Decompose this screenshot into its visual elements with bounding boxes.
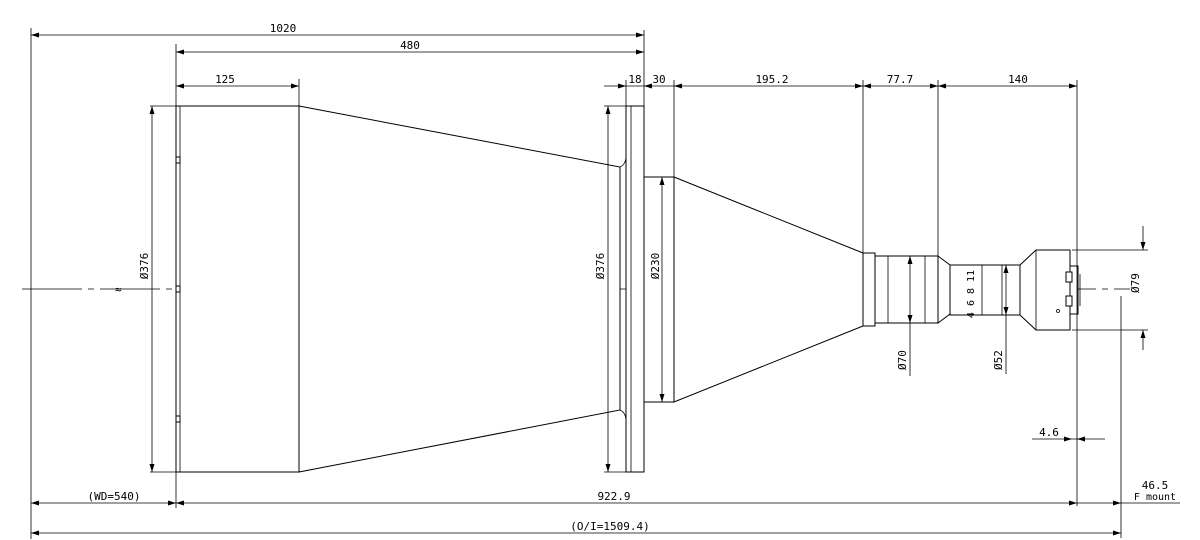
diameter-symbol: Ø xyxy=(1129,286,1142,293)
extension-lines xyxy=(30,28,1148,539)
diameter-neck: Ø230 xyxy=(649,253,662,280)
dim-total-length: 1020 xyxy=(270,22,297,35)
dim-flange-back: 46.5 xyxy=(1142,479,1169,492)
mid-barrel xyxy=(874,255,939,324)
dim-rear-section: 140 xyxy=(1008,73,1028,86)
f-mount-body xyxy=(1019,249,1071,331)
rear-cone xyxy=(673,176,864,403)
diameter-mount-value: 79 xyxy=(1129,273,1142,286)
flange-step xyxy=(643,176,675,403)
dim-object-to-image: (O/I=1509.4) xyxy=(570,520,649,533)
diameter-symbol: Ø xyxy=(594,272,607,279)
svg-text:Ø376: Ø376 xyxy=(594,253,607,280)
diameter-symbol: Ø xyxy=(992,363,1005,370)
lens-body: 4 6 8 11 xyxy=(175,105,1081,473)
svg-text:Ø376: Ø376 xyxy=(138,253,151,280)
diameter-neck-value: 230 xyxy=(649,253,662,273)
diameter-front-value: 376 xyxy=(138,253,151,273)
diameter-symbol: Ø xyxy=(649,272,662,279)
mount-lever xyxy=(1065,271,1073,283)
svg-text:Ø70: Ø70 xyxy=(896,350,909,370)
dim-mount-label: F mount xyxy=(1134,492,1176,503)
svg-text:Ø79: Ø79 xyxy=(1129,273,1142,293)
dim-flange: 18 xyxy=(628,73,641,86)
dim-working-distance: (WD=540) xyxy=(88,490,141,503)
front-barrel xyxy=(175,105,300,473)
rear-barrel xyxy=(949,264,1021,316)
dim-front-barrel: 125 xyxy=(215,73,235,86)
dim-optical-length: 922.9 xyxy=(597,490,630,503)
diameter-rear-value: 52 xyxy=(992,350,1005,363)
diameter-flange-value: 376 xyxy=(594,253,607,273)
mount-flange xyxy=(1069,265,1079,315)
front-mark-top xyxy=(175,156,181,164)
diameter-mid: Ø70 xyxy=(896,350,909,370)
arrowheads xyxy=(31,32,1146,536)
front-mark-bottom xyxy=(175,415,181,423)
front-mark-mid xyxy=(175,285,181,293)
dim-flange-step: 30 xyxy=(652,73,665,86)
dim-mount-offset: 4.6 xyxy=(1039,426,1059,439)
ring-markings: 4 6 8 11 xyxy=(966,270,977,318)
svg-text:Ø52: Ø52 xyxy=(992,350,1005,370)
axis-break-symbol: ≈ xyxy=(115,283,122,296)
diameter-symbol: Ø xyxy=(138,272,151,279)
mid-barrel-front xyxy=(862,252,876,327)
dimension-lines xyxy=(31,34,1180,534)
mid-taper xyxy=(937,255,951,324)
diameter-mid-value: 70 xyxy=(896,350,909,363)
svg-text:Ø230: Ø230 xyxy=(649,253,662,280)
front-cone xyxy=(298,105,621,473)
mounting-flange xyxy=(625,105,645,473)
diameter-flange: Ø376 xyxy=(594,253,607,280)
dim-cone-section: 195.2 xyxy=(755,73,788,86)
mount-lock xyxy=(1065,295,1073,307)
diameter-front: Ø376 xyxy=(138,253,151,280)
diameter-mount: Ø79 xyxy=(1129,273,1142,293)
dim-front-section: 480 xyxy=(400,39,420,52)
diameter-symbol: Ø xyxy=(896,363,909,370)
dim-mid-barrel: 77.7 xyxy=(887,73,914,86)
diameter-rear: Ø52 xyxy=(992,350,1005,370)
